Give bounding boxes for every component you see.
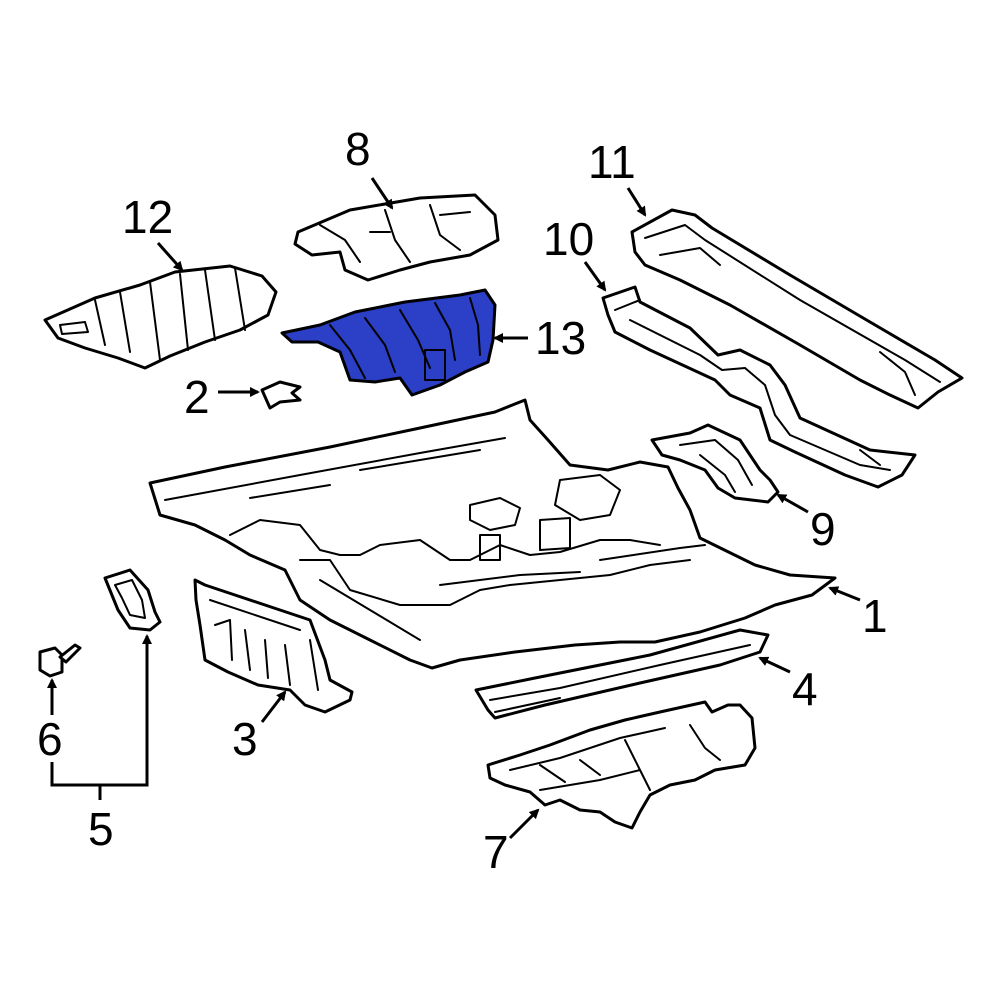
leader-7 (508, 808, 540, 840)
leader-12 (156, 242, 184, 272)
part-6-bolt[interactable] (38, 643, 82, 678)
callout-9: 9 (810, 503, 836, 555)
leader-8 (370, 177, 394, 210)
leader-10 (583, 261, 607, 292)
callout-1: 1 (862, 590, 888, 642)
callout-6: 6 (37, 713, 63, 765)
callout-2: 2 (184, 371, 210, 423)
callout-5: 5 (88, 803, 114, 855)
leader-1 (828, 586, 861, 602)
part-12-heat-shield[interactable] (43, 264, 278, 370)
part-8-reinforcement[interactable] (293, 193, 500, 282)
part-7-rear-floor[interactable] (486, 700, 757, 830)
part-13-heat-insulator[interactable] (280, 288, 497, 397)
part-2-clip[interactable] (260, 380, 302, 410)
callout-7: 7 (483, 826, 509, 878)
highlight-fill (280, 288, 497, 397)
leader-5-bracket (50, 660, 149, 787)
callout-12: 12 (122, 191, 173, 243)
callout-11: 11 (588, 136, 636, 188)
part-11-side-member[interactable] (630, 208, 964, 410)
callout-4: 4 (792, 663, 818, 715)
callout-13: 13 (535, 312, 586, 364)
part-10-side-member[interactable] (601, 285, 917, 489)
leader-lines (47, 177, 861, 840)
leader-3 (260, 690, 287, 723)
part-4-cross-member[interactable] (474, 628, 770, 720)
part-3-side-reinforcement[interactable] (193, 578, 354, 714)
callout-3: 3 (232, 713, 258, 765)
part-5-bracket[interactable] (103, 568, 162, 632)
callout-10: 10 (543, 213, 594, 265)
callout-8: 8 (345, 123, 371, 175)
leader-4 (758, 656, 791, 674)
part-9-bracket[interactable] (650, 423, 780, 504)
leader-9 (776, 493, 809, 514)
leader-11 (626, 187, 647, 217)
callout-labels: 1 2 3 4 5 6 7 8 9 10 11 12 13 (37, 123, 888, 878)
part-1-floor-pan[interactable] (148, 398, 837, 670)
